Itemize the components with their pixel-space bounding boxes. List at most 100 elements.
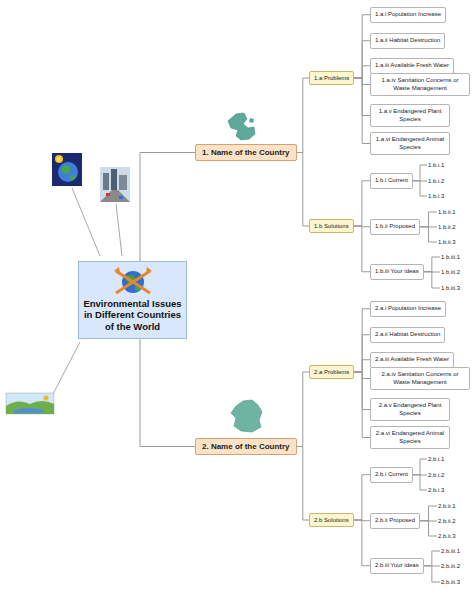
branch-connector	[424, 566, 440, 582]
topic-text: 2.a.iv Sanitation Concerns or Waste Mana…	[375, 371, 465, 386]
arrows	[116, 271, 150, 293]
subtopic-box: 2.a.iii Available Fresh Water	[370, 352, 454, 368]
leader-line	[116, 204, 122, 256]
sun	[44, 396, 49, 401]
hill	[6, 401, 54, 414]
branch-connector	[354, 226, 370, 272]
leaf-topic: 1.b.ii.1	[437, 208, 457, 216]
branch-connector	[297, 447, 309, 521]
icon-ground	[6, 393, 54, 414]
branch-connector	[424, 551, 440, 566]
subtopic-box: 2.a.vi Endangered Animal Species	[370, 426, 450, 449]
branch-connector	[413, 165, 427, 181]
branch-connector	[424, 272, 440, 288]
subtopic-box: 2.a.i Population Increase	[370, 301, 446, 317]
topic-text: 2.a.vi Endangered Animal Species	[375, 430, 445, 445]
branch-connector	[354, 78, 370, 144]
topic-text: 1.b.ii.1	[438, 209, 456, 215]
topic-text: 1.b.i Current	[375, 177, 408, 185]
topic-text: 1.a.vi Endangered Animal Species	[375, 136, 445, 151]
topic-text: 2.b.iii Your ideas	[375, 562, 419, 570]
country-outline	[228, 113, 255, 140]
leader-line	[52, 342, 80, 396]
subtopic-box: 1.a.vi Endangered Animal Species	[370, 132, 450, 155]
country-map-2	[231, 400, 262, 432]
subtopic-box: 1.a.iv Sanitation Concerns or Waste Mana…	[370, 73, 470, 96]
topic-text: 1.b.i.1	[428, 162, 444, 168]
leaf-topic: 1.b.i.3	[427, 192, 445, 200]
leaf-topic: 1.b.i.2	[427, 177, 445, 185]
branch-connector	[354, 41, 370, 78]
topic-text: 2. Name of the Country	[202, 442, 290, 451]
country-outline	[231, 400, 262, 432]
leaf-topic: 1.b.ii.3	[437, 238, 457, 246]
topic-text: 1.a.iii Available Fresh Water	[375, 62, 449, 70]
topic-text: 1.a Problems	[314, 75, 349, 81]
leaf-topic: 2.b.iii.2	[440, 562, 461, 570]
topic-text: 1.a.iv Sanitation Concerns or Waste Mana…	[375, 77, 465, 92]
arrow-heads	[114, 267, 152, 273]
branch-connector	[354, 372, 370, 438]
leaf-topic: 2.b.i.3	[427, 486, 445, 494]
landscape-icon	[6, 393, 54, 414]
country-topic: 2. Name of the Country	[195, 438, 297, 455]
topic-text: 2.a.ii Habitat Destruction	[375, 331, 440, 339]
subtopic-box: 2.a.ii Habitat Destruction	[370, 327, 445, 343]
country-map-1	[228, 113, 255, 140]
subtopic-box: 2.a.v Endangered Plant Species	[370, 398, 450, 421]
topic-text: 2.b.iii.3	[441, 579, 460, 585]
subtopic-box: 1.a.v Endangered Plant Species	[370, 104, 450, 127]
leaf-topic: 1.b.iii.3	[440, 284, 461, 292]
leaf-topic: 2.b.ii.1	[437, 502, 457, 510]
country-topic: 1. Name of the Country	[195, 144, 297, 161]
topic-text: 1.b Solutions	[314, 223, 349, 229]
topic-text: 1.b.iii.2	[441, 269, 460, 275]
branch-connector	[413, 181, 427, 196]
branch-connector	[354, 360, 370, 372]
car	[106, 193, 110, 196]
icon-ground	[52, 153, 82, 186]
topic-text: 2.a Problems	[314, 369, 349, 375]
subtopic-box: 2.b.i Current	[370, 467, 413, 483]
subtopic-box: 2.b.ii Proposed	[370, 513, 420, 529]
branch-topic: 1.a Problems	[309, 71, 354, 85]
water	[14, 408, 44, 413]
topic-text: 1.a.i Population Increase	[375, 11, 441, 19]
branch-connector	[354, 66, 370, 78]
branch-connector	[297, 78, 309, 153]
sun	[55, 155, 63, 163]
branch-connector	[420, 521, 437, 536]
branch-connector	[354, 335, 370, 372]
leaf-topic: 2.b.i.1	[427, 455, 445, 463]
topic-text: 1. Name of the Country	[202, 148, 290, 157]
branch-topic: 1.b Solutions	[309, 219, 354, 233]
building	[119, 175, 127, 190]
subtopic-box: 1.a.ii Habitat Destruction	[370, 33, 445, 49]
topic-text: 2.b.ii.1	[438, 503, 456, 509]
branch-connector	[140, 339, 195, 446]
branch-connector	[354, 475, 370, 520]
topic-text: 2.b.iii.2	[441, 563, 460, 569]
topic-text: 2.b.ii.2	[438, 518, 456, 524]
leaf-topic: 1.b.iii.2	[440, 268, 461, 276]
topic-text: 2.b.i.3	[428, 487, 444, 493]
building	[103, 173, 109, 190]
globe-arrows-icon	[113, 265, 153, 297]
topic-text: 2.b.ii.3	[438, 533, 456, 539]
branch-connector	[420, 212, 437, 227]
subtopic-box: 1.a.iii Available Fresh Water	[370, 58, 454, 74]
globe-sun-icon	[52, 153, 82, 186]
central-topic: Environmental Issues in Different Countr…	[78, 261, 187, 339]
subtopic-box: 1.a.i Population Increase	[370, 7, 446, 23]
branch-connector	[420, 227, 437, 242]
topic-text: 1.a.v Endangered Plant Species	[375, 108, 445, 123]
leaf-topic: 1.b.i.1	[427, 161, 445, 169]
branch-connector	[354, 181, 370, 226]
leaf-topic: 2.b.ii.3	[437, 532, 457, 540]
city-icon	[100, 167, 130, 202]
topic-text: 1.b.iii.1	[441, 254, 460, 260]
car	[119, 196, 123, 199]
branch-connector	[413, 475, 427, 490]
subtopic-box: 1.b.i Current	[370, 173, 413, 189]
